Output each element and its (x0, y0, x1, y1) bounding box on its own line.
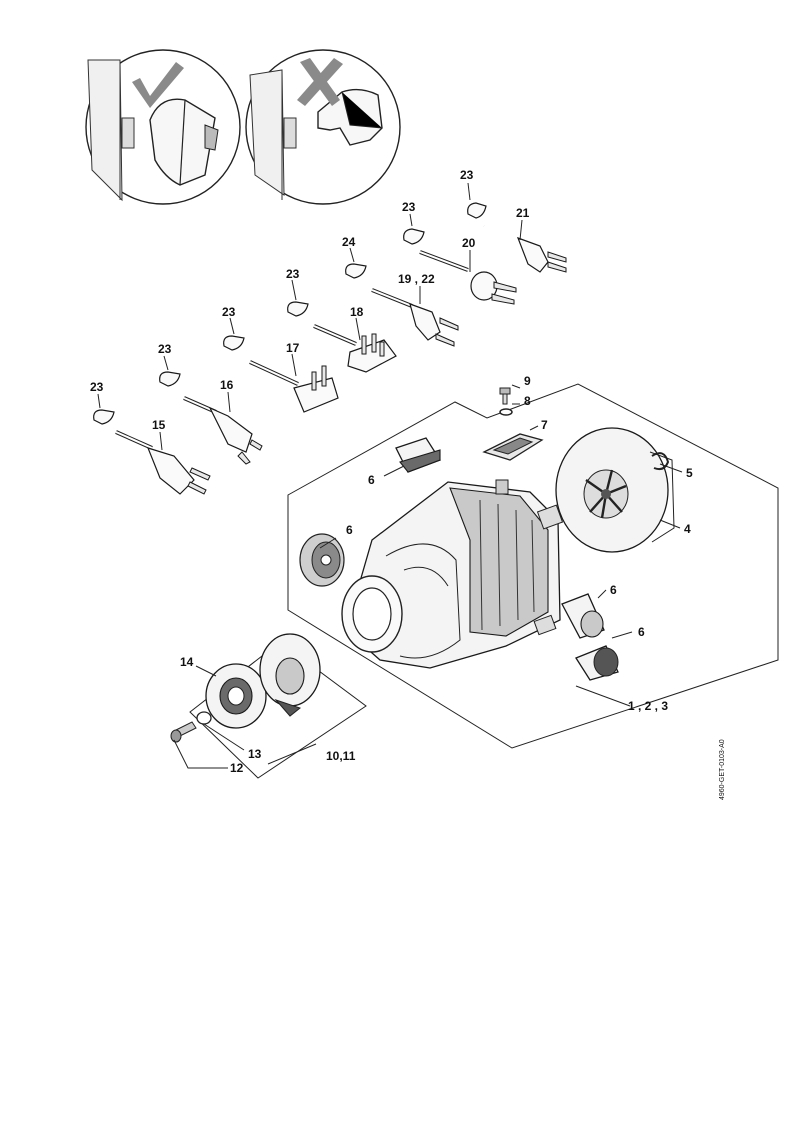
gasket-7 (482, 433, 544, 461)
cross-icon (297, 58, 343, 106)
callout-23: 23 (158, 342, 172, 356)
callout-6: 6 (368, 473, 375, 487)
power-cord-19-22 (345, 263, 459, 347)
callout-23: 23 (286, 267, 300, 281)
leader-lines (97, 182, 683, 769)
callout-21: 21 (516, 206, 530, 220)
power-cord-20 (403, 228, 517, 305)
callout-10-11: 10,11 (326, 749, 356, 763)
screw-9 (499, 387, 511, 405)
brush-holder-6-left (299, 533, 345, 587)
callout-6: 6 (346, 523, 353, 537)
power-cord-17 (223, 335, 339, 413)
callout-23: 23 (222, 305, 236, 319)
callout-24: 24 (342, 235, 356, 249)
screw-12 (170, 721, 197, 743)
power-cord-21 (467, 202, 567, 273)
callout-23: 23 (460, 168, 474, 182)
callout-16: 16 (220, 378, 234, 392)
inset-correct (85, 49, 241, 205)
washer-13 (196, 711, 212, 725)
callout-9: 9 (524, 374, 531, 388)
callout-23: 23 (90, 380, 104, 394)
callout-8: 8 (524, 394, 531, 408)
callout-23: 23 (402, 200, 416, 214)
callout-18: 18 (350, 305, 364, 319)
callout-6: 6 (610, 583, 617, 597)
callout-15: 15 (152, 418, 166, 432)
brush-6-lower-b (575, 645, 619, 681)
callout-5: 5 (686, 466, 693, 480)
callout-19-22: 19 , 22 (398, 272, 435, 286)
circlip-5 (651, 452, 670, 471)
callout-4: 4 (684, 522, 691, 536)
washer-8 (499, 408, 513, 416)
fan-4 (555, 427, 675, 553)
brush-holder-6-top (395, 437, 441, 473)
motor-housing (341, 479, 564, 669)
callout-17: 17 (286, 341, 300, 355)
assembly-frame (287, 383, 779, 749)
callout-20: 20 (462, 236, 476, 250)
callout-12: 12 (230, 761, 244, 775)
callout-7: 7 (541, 418, 548, 432)
callout-1-2-3: 1 , 2 , 3 (628, 699, 668, 713)
callout-6: 6 (638, 625, 645, 639)
power-cord-15 (93, 409, 211, 495)
power-cord-16 (159, 371, 263, 465)
brush-6-lower-a (561, 593, 605, 639)
power-cord-18 (287, 301, 397, 373)
callout-14: 14 (180, 655, 194, 669)
checkmark-icon (132, 62, 184, 108)
fan-wheel-10-11 (259, 633, 321, 717)
pulley-14 (205, 663, 267, 729)
inset-incorrect (245, 49, 401, 205)
callout-13: 13 (248, 747, 262, 761)
subassembly-frame (189, 641, 367, 779)
drawing-reference-code: 4960-GET-0103-A0 (719, 739, 726, 800)
